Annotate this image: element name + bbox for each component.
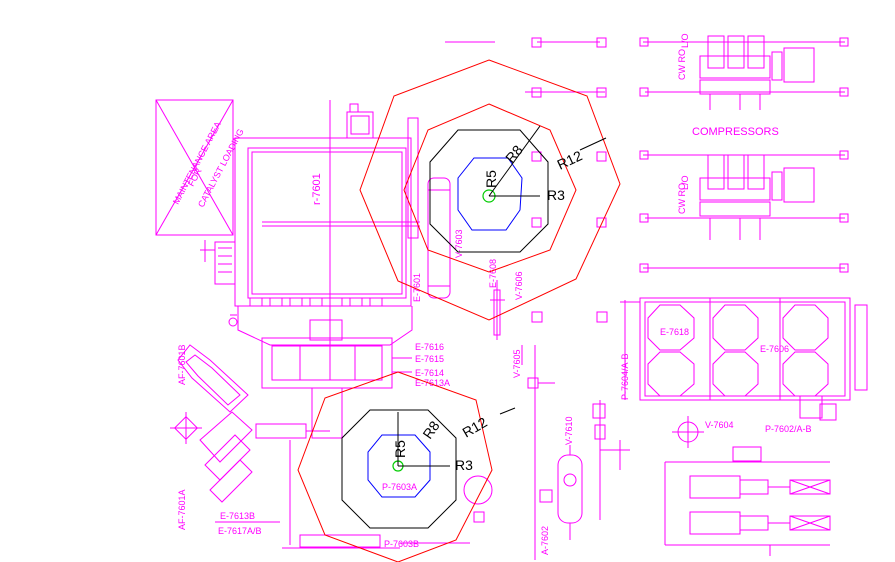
label-v7605: V-7605 bbox=[512, 349, 522, 378]
label-e7606: E-7606 bbox=[760, 344, 789, 354]
label-cw-ro-1: CW RO bbox=[677, 49, 687, 80]
pumps-p7603: P-7603A P-7603B bbox=[382, 475, 493, 549]
label-e7613a: E-7613A bbox=[415, 378, 450, 388]
label-e7618: E-7618 bbox=[660, 327, 689, 337]
radius-r3-lower: R3 bbox=[455, 457, 473, 473]
clearance-radii-lower: R5 R3 R8 R12 bbox=[297, 371, 516, 562]
label-e7613b: E-7613B bbox=[220, 511, 255, 521]
reactor-r7601: r-7601 bbox=[200, 100, 420, 439]
label-e7601: E-7601 bbox=[412, 273, 422, 302]
label-e7616: E-7616 bbox=[415, 342, 444, 352]
label-e7608: E-7608 bbox=[488, 259, 498, 288]
label-a7602: A-7602 bbox=[540, 526, 550, 555]
vessel-v7610: V-7610 A-7602 P-7604/A-B bbox=[527, 345, 630, 560]
label-e7615: E-7615 bbox=[415, 354, 444, 364]
label-p7603b: P-7603B bbox=[384, 539, 419, 549]
exchanger-bank: E-7618 E-7606 bbox=[620, 297, 868, 401]
label-lo-2: L/O bbox=[680, 175, 690, 190]
radius-r3-upper: R3 bbox=[547, 187, 565, 203]
clearance-radii-upper: R5 R3 R8 R12 bbox=[359, 59, 621, 321]
vessel-v7604: V-7604 P-7602/A-B bbox=[672, 395, 837, 448]
label-e7617ab: E-7617A/B bbox=[218, 526, 262, 536]
label-lo-1: L/O bbox=[680, 33, 690, 48]
radius-r8-upper: R8 bbox=[502, 142, 526, 166]
label-cw-ro-2: CW RO bbox=[677, 183, 687, 214]
top-markers bbox=[349, 37, 607, 228]
label-v7606: V-7606 bbox=[514, 271, 524, 300]
air-coolers: AF-7601B AF-7601A bbox=[170, 344, 330, 530]
bottom-right-coolers bbox=[664, 446, 831, 556]
label-r7601: r-7601 bbox=[311, 173, 323, 205]
vessel-group-v7605: E-7608 V-7606 V-7605 bbox=[488, 259, 608, 378]
label-af7601a: AF-7601A bbox=[177, 489, 187, 530]
label-p7603a: P-7603A bbox=[382, 482, 417, 492]
maintenance-label-1: MAINTENANCE AREA bbox=[171, 120, 223, 206]
label-e7614: E-7614 bbox=[415, 368, 444, 378]
exchanger-labels: E-7616 E-7615 E-7614 E-7613A bbox=[392, 342, 450, 388]
label-compressors: COMPRESSORS bbox=[692, 126, 779, 138]
label-v7603: V-7603 bbox=[454, 229, 464, 258]
radius-r5-upper: R5 bbox=[483, 170, 499, 188]
vessel-e7601: E-7601 V-7603 bbox=[412, 177, 464, 302]
maintenance-area: MAINTENANCE AREA FOR CATALYST LOADING bbox=[155, 99, 246, 236]
label-v7610: V-7610 bbox=[564, 416, 574, 445]
label-af7601b: AF-7601B bbox=[177, 344, 187, 385]
lower-left-labels: E-7613B E-7617A/B bbox=[215, 440, 470, 549]
compressors: L/O CW RO COMPRESSORS L/O CW RO bbox=[639, 33, 849, 273]
label-v7604: V-7604 bbox=[705, 420, 734, 430]
radius-r5-lower: R5 bbox=[392, 440, 408, 458]
radius-r12-lower: R12 bbox=[460, 414, 490, 441]
label-p7602ab: P-7602/A-B bbox=[765, 424, 812, 434]
